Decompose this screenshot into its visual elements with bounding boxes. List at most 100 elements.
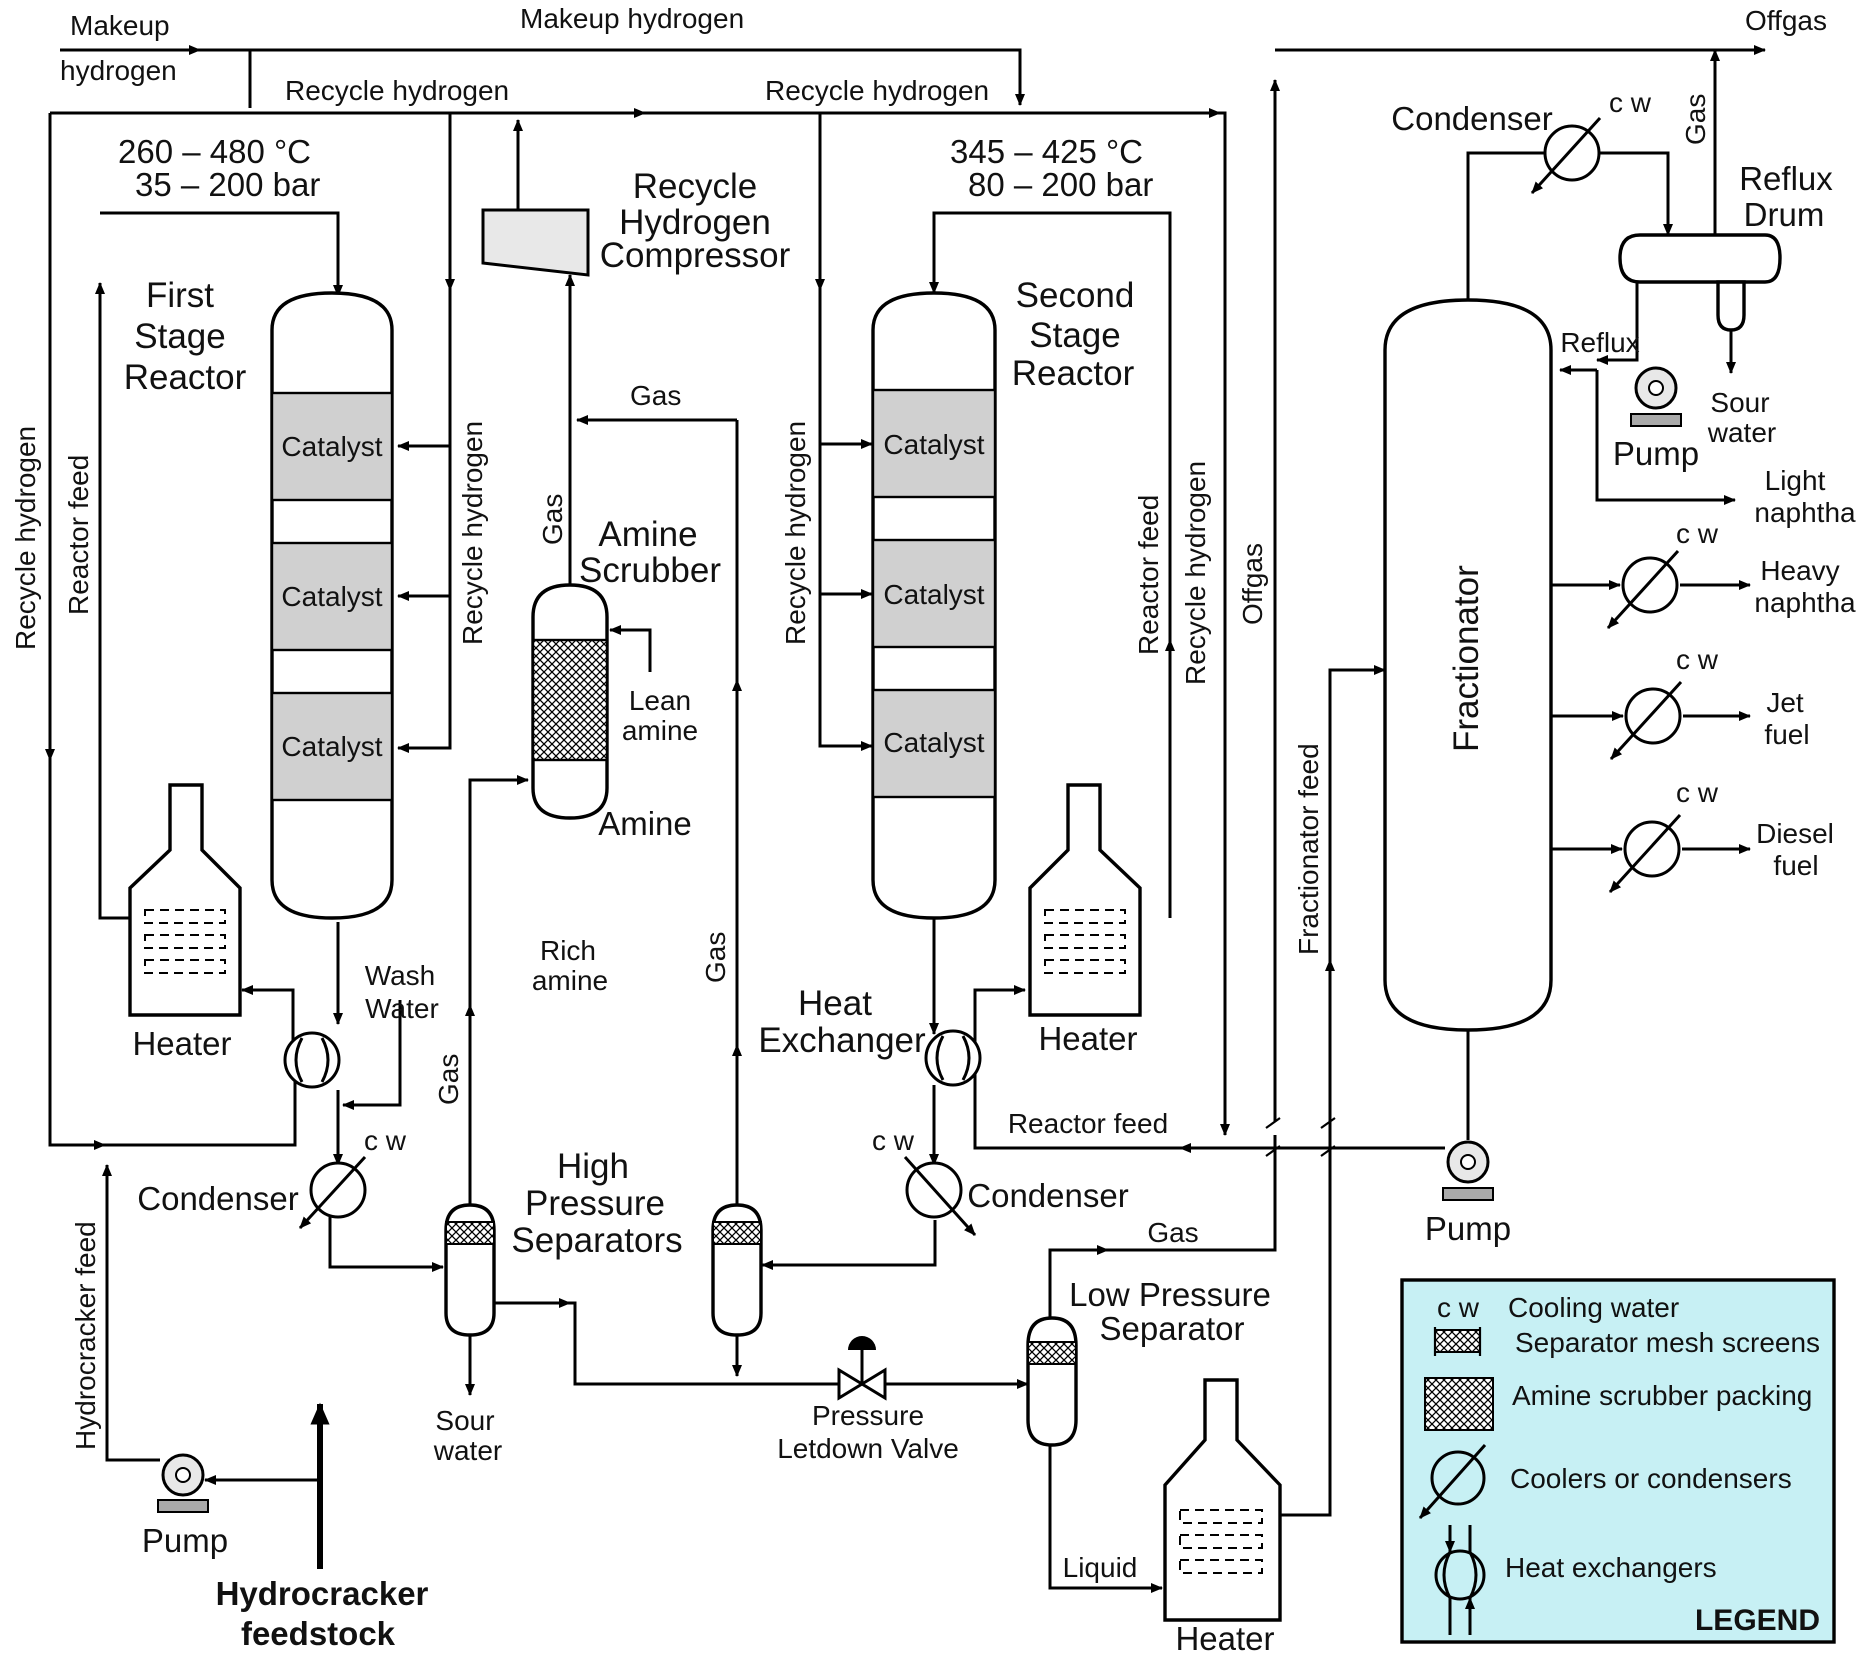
- condenser-1: [298, 1155, 367, 1230]
- sour-water-label: Sour: [435, 1405, 494, 1436]
- legend-cooling-water: Cooling water: [1508, 1292, 1679, 1323]
- gas-label: Gas: [1147, 1217, 1198, 1248]
- high-pressure-separator-1: [444, 1203, 496, 1337]
- makeup-hydrogen-label: Makeup hydrogen: [520, 3, 744, 34]
- diesel-fuel-label: fuel: [1773, 850, 1818, 881]
- catalyst-bed: [871, 388, 997, 499]
- jet-fuel-label: Jet: [1766, 687, 1804, 718]
- piping: [45, 45, 1766, 1593]
- compressor-title: Recycle: [633, 167, 757, 206]
- gas-vertical: Gas: [1680, 94, 1711, 145]
- hp-separators-title: Separators: [511, 1221, 682, 1260]
- condenser-label: Condenser: [1391, 100, 1552, 137]
- scrubber-title: Amine: [598, 515, 697, 554]
- heater-label: Heater: [132, 1025, 231, 1062]
- condenser-overhead: [1530, 116, 1602, 195]
- offgas-vertical: Offgas: [1237, 543, 1268, 625]
- feedstock-label: Hydrocracker: [216, 1575, 429, 1612]
- cooler-heavy-naphtha: [1606, 549, 1680, 630]
- fractionator-title: Fractionator: [1447, 565, 1486, 752]
- hp-separators-title: High: [557, 1147, 629, 1186]
- catalyst-label: Catalyst: [281, 731, 382, 762]
- recycle-hydrogen-vertical: Recycle hydrogen: [457, 421, 488, 645]
- reactor1-title: Reactor: [124, 358, 247, 397]
- reactor2-title: Stage: [1029, 316, 1120, 355]
- amine-label: Amine: [598, 805, 692, 842]
- catalyst-bed: [270, 691, 394, 802]
- legend-amine-packing: Amine scrubber packing: [1512, 1380, 1812, 1411]
- makeup-label-1: Makeup: [70, 10, 170, 41]
- packing-icon: [1424, 1377, 1494, 1431]
- cw-label: c w: [1676, 644, 1719, 675]
- recycle-hydrogen-label: Recycle hydrogen: [285, 75, 509, 106]
- letdown-valve-label: Letdown Valve: [777, 1433, 959, 1464]
- pump-label: Pump: [1613, 435, 1699, 472]
- cw-label: c w: [1676, 777, 1719, 808]
- wash-water-label: Water: [365, 993, 439, 1024]
- condenser-label: Condenser: [967, 1177, 1128, 1214]
- fractionator-pump: [1442, 1140, 1494, 1201]
- heater-1: [128, 783, 242, 1017]
- cw-label: c w: [364, 1125, 407, 1156]
- catalyst-label: Catalyst: [281, 581, 382, 612]
- wash-water-label: Wash: [365, 960, 436, 991]
- labels: Makeup hydrogen Makeup hydrogen Recycle …: [10, 3, 1856, 1655]
- condenser-2: [903, 1155, 977, 1237]
- recycle-hydrogen-vertical: Recycle hydrogen: [1180, 461, 1211, 685]
- heater-label: Heater: [1175, 1620, 1274, 1655]
- scrubber-title: Scrubber: [579, 551, 721, 590]
- hydrocracker-feed-vertical: Hydrocracker feed: [70, 1221, 101, 1450]
- lean-amine-label: amine: [622, 715, 698, 746]
- rich-amine-label: amine: [532, 965, 608, 996]
- reflux-drum-label: Reflux: [1739, 160, 1833, 197]
- cw-label: c w: [872, 1125, 915, 1156]
- catalyst-label: Catalyst: [281, 431, 382, 462]
- catalyst-label: Catalyst: [883, 727, 984, 758]
- fractionator-feed-vertical: Fractionator feed: [1293, 743, 1324, 955]
- heat-exchanger-legend-icon: [1434, 1525, 1486, 1635]
- letdown-valve-label: Pressure: [812, 1400, 924, 1431]
- cooler-jet-fuel: [1609, 680, 1683, 761]
- feedstock-label: feedstock: [241, 1615, 396, 1652]
- reflux-drum-label: Drum: [1744, 196, 1825, 233]
- high-pressure-separator-2: [711, 1203, 763, 1337]
- reactor2-temperature: 345 – 425 °C: [950, 133, 1143, 170]
- rich-amine-label: Rich: [540, 935, 596, 966]
- reactor2-title: Reactor: [1012, 354, 1135, 393]
- heat-exchanger-1: [283, 1031, 341, 1089]
- pump-label: Pump: [1425, 1210, 1511, 1247]
- recycle-hydrogen-vertical: Recycle hydrogen: [10, 426, 41, 650]
- legend-heat-exchangers: Heat exchangers: [1505, 1552, 1717, 1583]
- pressure-letdown-valve: [837, 1336, 887, 1401]
- heater-3: [1163, 1378, 1282, 1622]
- gas-vertical: Gas: [537, 494, 568, 545]
- jet-fuel-label: fuel: [1764, 719, 1809, 750]
- heat-exchanger-2: [924, 1029, 982, 1087]
- sour-water-label: Sour: [1710, 387, 1769, 418]
- low-pressure-separator: [1026, 1316, 1078, 1447]
- offgas-label: Offgas: [1745, 5, 1827, 36]
- sour-water-label: water: [433, 1435, 502, 1466]
- recycle-hydrogen-vertical: Recycle hydrogen: [780, 421, 811, 645]
- lean-amine-label: Lean: [629, 685, 691, 716]
- reflux-label: Reflux: [1560, 327, 1639, 358]
- reactor-feed-label: Reactor feed: [1008, 1108, 1168, 1139]
- heater-label: Heater: [1038, 1020, 1137, 1057]
- feed-pump: [157, 1453, 209, 1513]
- reactor2-pressure: 80 – 200 bar: [968, 166, 1153, 203]
- compressor-title: Hydrogen: [619, 203, 771, 242]
- light-naphtha-label: naphtha: [1754, 497, 1856, 528]
- amine-scrubber: [531, 583, 609, 820]
- legend-mesh-screens: Separator mesh screens: [1515, 1327, 1820, 1358]
- heavy-naphtha-label: naphtha: [1754, 587, 1856, 618]
- catalyst-label: Catalyst: [883, 579, 984, 610]
- heat-exchanger-label: Exchanger: [758, 1021, 926, 1060]
- makeup-label-2: hydrogen: [60, 55, 177, 86]
- reactor2-title: Second: [1016, 276, 1135, 315]
- gas-label: Gas: [630, 380, 681, 411]
- legend: c w Cooling water Separator mesh screens…: [1400, 1278, 1836, 1644]
- reactor1-pressure: 35 – 200 bar: [135, 166, 320, 203]
- catalyst-bed: [871, 538, 997, 649]
- diesel-fuel-label: Diesel: [1756, 818, 1834, 849]
- lp-separator-title: Separator: [1100, 1310, 1245, 1347]
